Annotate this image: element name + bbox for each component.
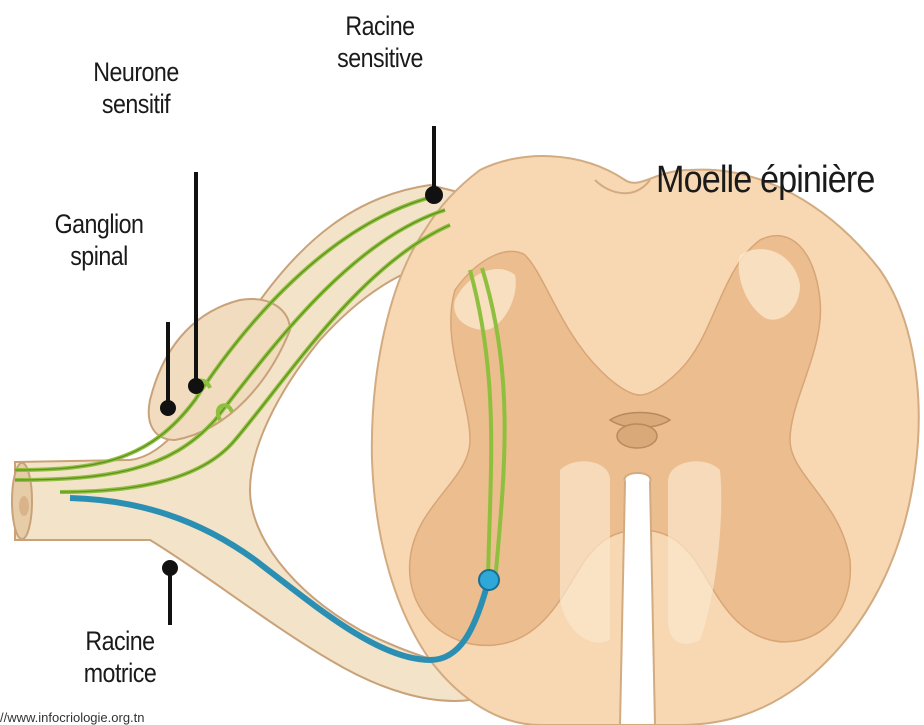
motoneurone	[479, 570, 499, 590]
source-url: //www.infocriologie.org.tn	[0, 711, 145, 725]
label-moelle-epiniere: Moelle épinière	[656, 158, 874, 202]
label-ganglion-spinal-line2: spinal	[35, 240, 164, 272]
label-ganglion-spinal: Ganglion spinal	[35, 208, 164, 272]
fissure-mediane	[620, 473, 655, 725]
canal-central	[617, 424, 657, 448]
label-racine-motrice: Racine motrice	[60, 625, 180, 689]
label-racine-sensitive-line2: sensitive	[311, 42, 449, 74]
label-racine-motrice-line1: Racine	[60, 625, 180, 657]
label-ganglion-spinal-line1: Ganglion	[35, 208, 164, 240]
label-neurone-sensitif: Neurone sensitif	[76, 56, 196, 120]
label-neurone-sensitif-line2: sensitif	[76, 88, 196, 120]
label-racine-sensitive: Racine sensitive	[311, 10, 449, 74]
label-racine-motrice-line2: motrice	[60, 657, 180, 689]
label-neurone-sensitif-line1: Neurone	[76, 56, 196, 88]
label-racine-sensitive-line1: Racine	[311, 10, 449, 42]
